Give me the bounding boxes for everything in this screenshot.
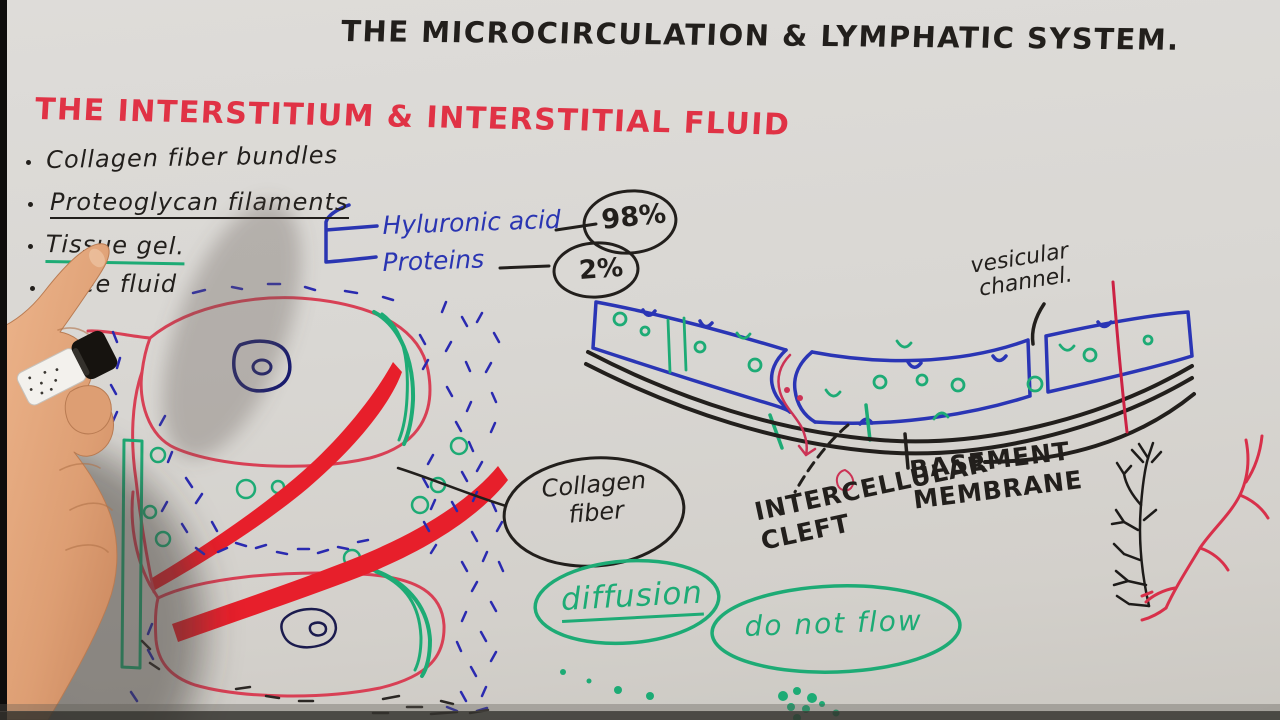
bullet-dot <box>26 160 31 165</box>
bullet-dot <box>28 244 33 249</box>
diffusion-oval <box>533 558 721 646</box>
vesicular-channel-pointer <box>1030 302 1046 346</box>
tissue-cell-top-outline <box>139 296 432 468</box>
composition-bracket-drawing <box>324 189 678 299</box>
intercellular-cleft-leader <box>793 423 850 494</box>
marker-speckles <box>28 368 59 395</box>
green-annotations <box>533 558 962 720</box>
blood-vessel-branch-red <box>1140 434 1270 622</box>
green-crescent-top <box>372 310 416 446</box>
capillary-drawing <box>584 280 1196 494</box>
marker-pen <box>16 330 118 406</box>
cell-nucleus-bottom <box>280 607 337 649</box>
bullet-dot <box>30 286 35 291</box>
percent-98-circle <box>582 189 678 255</box>
thumb <box>64 385 112 435</box>
vesicular-channel-red-line <box>1111 280 1129 434</box>
cleft-flow-red <box>777 353 855 492</box>
green-crescent-bottom <box>366 566 432 678</box>
basement-membrane-leader <box>903 432 910 470</box>
capillary-vesicles-green <box>612 311 1154 450</box>
percent-2-circle <box>552 241 640 299</box>
fingernail <box>89 248 105 268</box>
collagen-fiber-leader-line <box>396 466 508 508</box>
collagen-fiber-ribbon-2 <box>172 466 508 642</box>
lymphatic-branch-black <box>1110 441 1163 608</box>
do-not-flow-oval <box>710 584 962 674</box>
bullet-dot <box>28 202 33 207</box>
basement-membrane-lines <box>584 350 1196 464</box>
knuckle-creases <box>57 327 113 553</box>
hand-cast-shadow <box>162 201 302 459</box>
